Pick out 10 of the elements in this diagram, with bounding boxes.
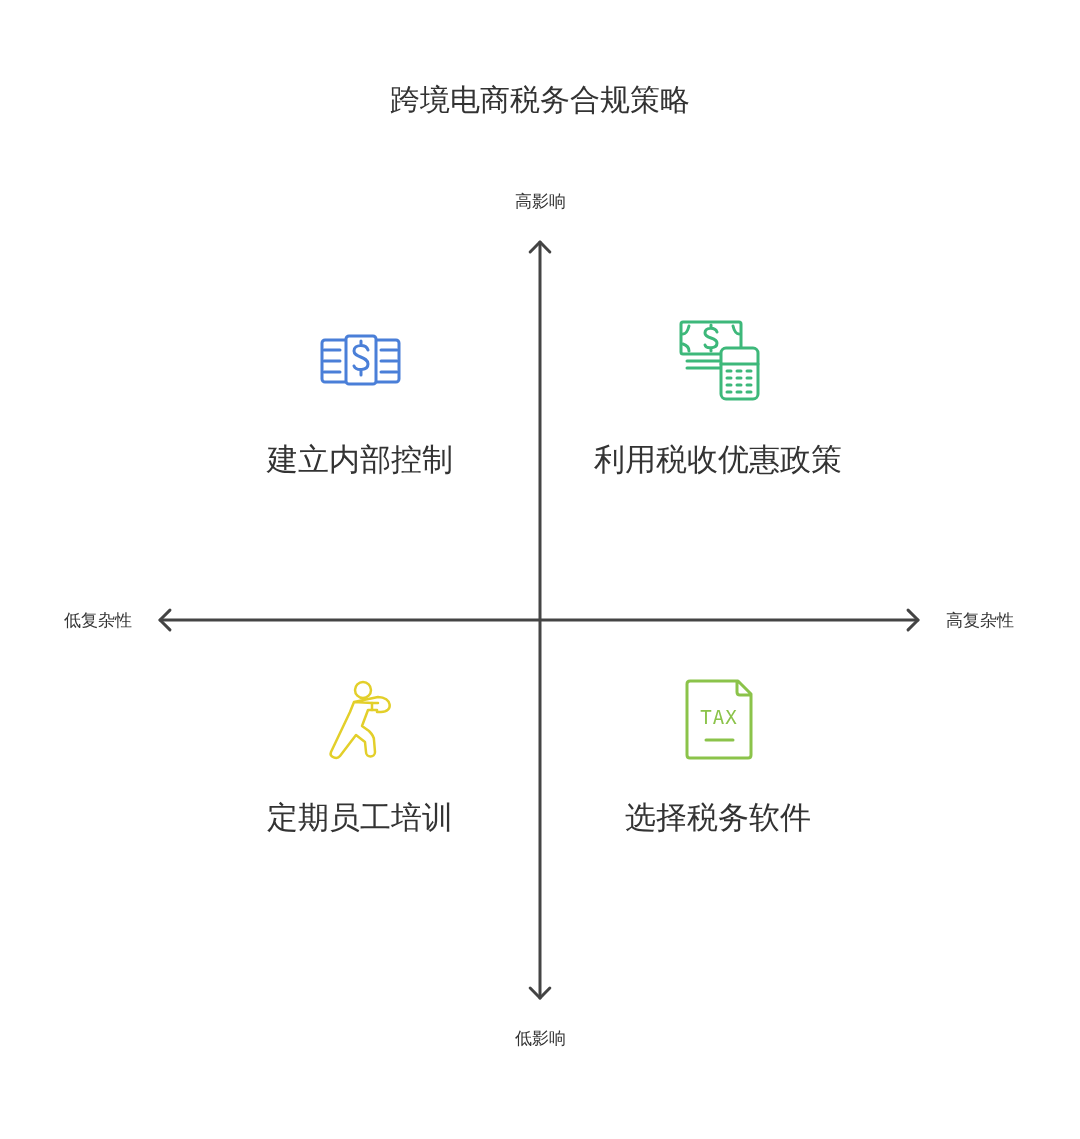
axis-label: 高影响 — [514, 189, 566, 213]
quadrant-label: 定期员工培训 — [267, 798, 453, 837]
quadrant-label: 选择税务软件 — [625, 798, 811, 837]
icon-text: TAX — [700, 706, 738, 728]
title: 跨境电商税务合规策略 — [390, 80, 690, 119]
axis-label: 低影响 — [514, 1026, 566, 1050]
quadrant-label: 建立内部控制 — [267, 440, 453, 479]
axis-label: 高复杂性 — [946, 608, 1014, 632]
quadrant-label: 利用税收优惠政策 — [594, 440, 842, 479]
axis-label: 低复杂性 — [64, 608, 132, 632]
